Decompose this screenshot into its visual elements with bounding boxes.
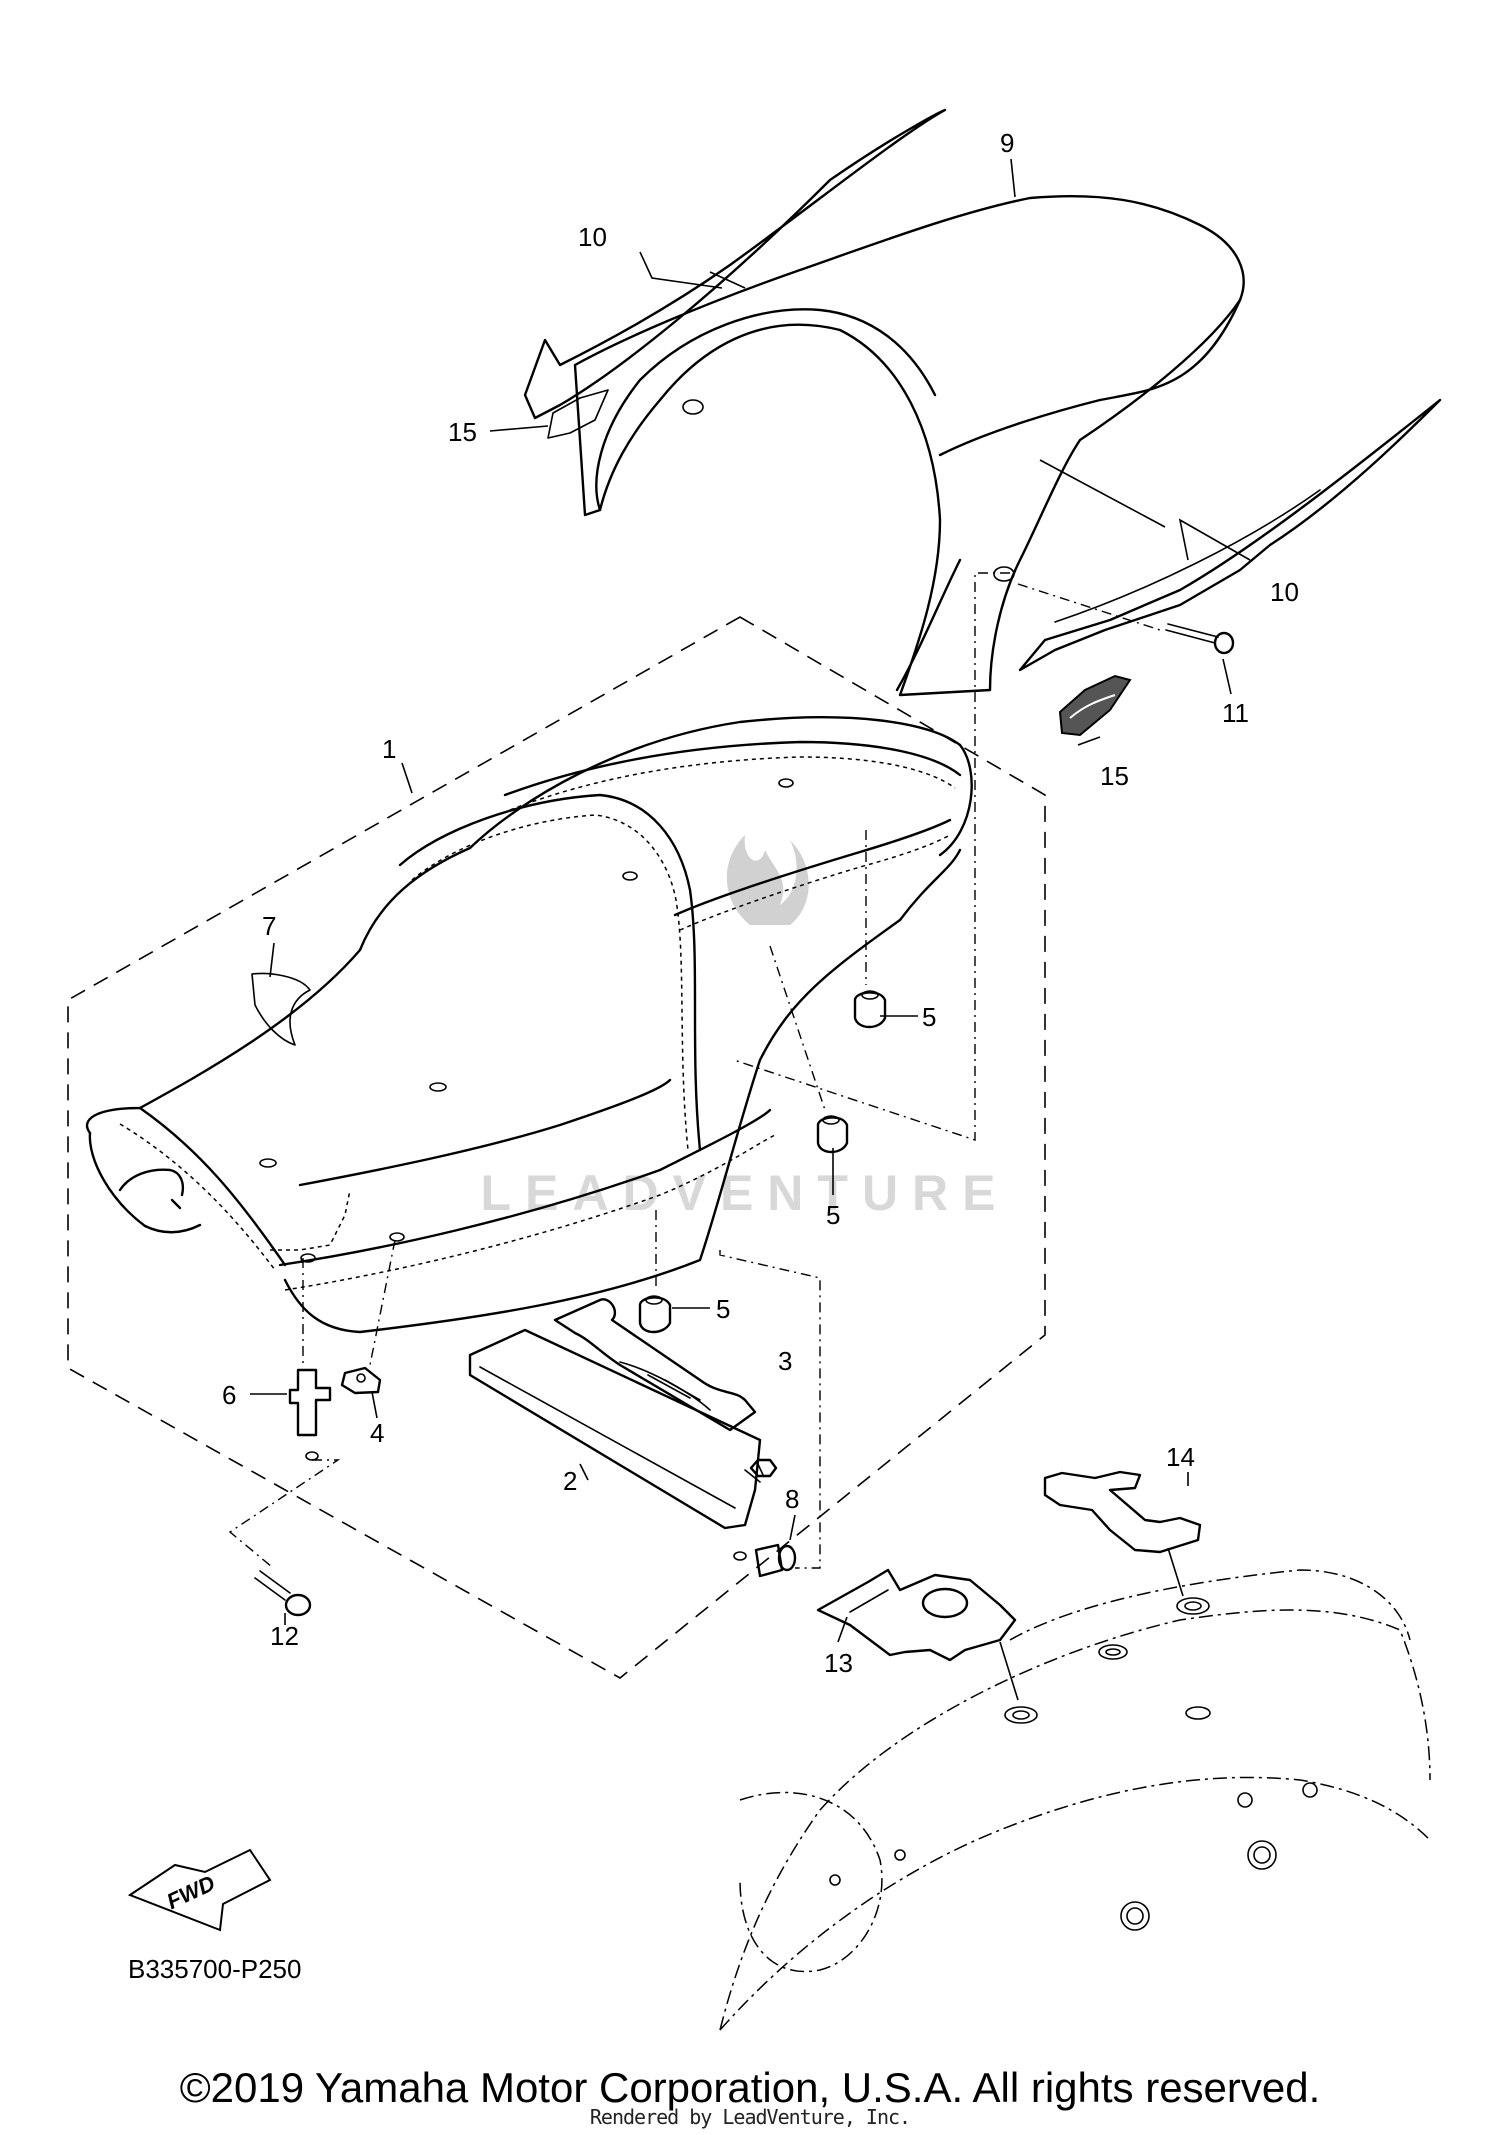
rear-fender [719,1569,1431,2031]
callout-3: 3 [778,1346,792,1376]
callout-11: 11 [1222,698,1249,728]
callout-1: 1 [382,734,396,764]
axis-bracket [719,1250,821,1569]
seat-bracket [468,1298,762,1530]
callout-4: 4 [370,1418,384,1448]
collar-8 [733,1543,797,1578]
axis-bolt-12 [228,1459,341,1568]
callout-5b: 5 [826,1200,840,1230]
callout-15b: 15 [1100,761,1129,791]
bracket-14 [1043,1470,1202,1597]
callout-13: 13 [824,1648,853,1678]
watermark: LEADVENTURE [480,835,1009,1221]
bolt-11 [1165,623,1235,655]
callout-15a: 15 [448,417,477,447]
rendered-by-credit: Rendered by LeadVenture, Inc. [589,2105,911,2129]
grommet-5c [638,1210,672,1334]
seat [85,716,973,1334]
side-cover-right [993,398,1442,672]
clip-6 [288,1368,332,1461]
grommet-5a [853,830,887,1029]
side-cover-left [523,108,947,420]
bolt-12 [254,1570,312,1617]
bracket-13 [816,1568,1019,1701]
copyright-notice: ©2019 Yamaha Motor Corporation, U.S.A. A… [179,2064,1321,2111]
callout-10b: 10 [1270,577,1299,607]
forward-arrow-icon: FWD [127,1848,272,1932]
watermark-text: LEADVENTURE [480,1165,1009,1221]
callout-8: 8 [785,1484,799,1514]
callout-12: 12 [270,1621,299,1651]
seat-cowl [573,194,1245,697]
nut-3 [749,1458,778,1478]
callout-7: 7 [262,911,276,941]
callout-2: 2 [563,1466,577,1496]
emblem-right [1058,674,1132,737]
diagram-code: B335700-P250 [128,1954,301,1984]
callout-14: 14 [1166,1442,1195,1472]
emblem-left [547,389,609,439]
grommet-5b [769,945,849,1154]
callout-leaders [250,158,1251,1643]
clip-nut-4 [340,1366,382,1395]
seat-assembly-boundary [67,616,1046,1679]
callout-6: 6 [222,1380,236,1410]
axis-cowl-mount [733,572,1010,1141]
callout-5c: 5 [716,1294,730,1324]
callout-9: 9 [1000,128,1014,158]
callout-10a: 10 [578,222,607,252]
callout-5a: 5 [922,1002,936,1032]
